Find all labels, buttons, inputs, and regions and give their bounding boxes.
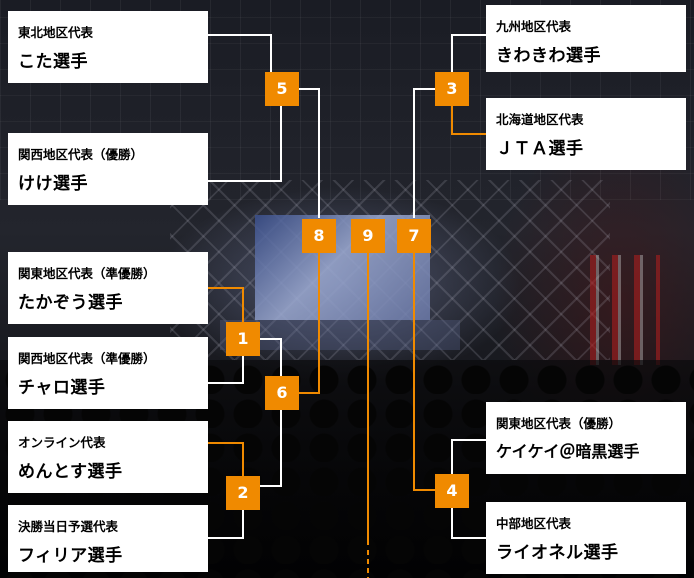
player-card-p1: 東北地区代表 こた選手 (8, 11, 208, 83)
player-name: チャロ選手 (18, 378, 106, 398)
player-region: 北海道地区代表 (496, 112, 584, 127)
player-region: 東北地区代表 (18, 25, 94, 40)
player-region: 関東地区代表（優勝） (496, 416, 622, 431)
player-name: けけ選手 (18, 174, 88, 194)
line-m6-to-m8 (298, 253, 320, 394)
line-p8-to-m3 (451, 106, 486, 135)
player-region: 決勝当日予選代表 (18, 519, 119, 534)
line-m2-to-m6 (260, 410, 282, 487)
line-m3-to-m7 (413, 88, 435, 218)
line-p4-to-m1 (208, 356, 244, 384)
player-name: フィリア選手 (18, 546, 123, 566)
player-card-p2: 関西地区代表（優勝） けけ選手 (8, 133, 208, 205)
player-name: ケイケイ＠暗黒選手 (496, 442, 640, 461)
player-region: 関東地区代表（準優勝） (18, 266, 156, 281)
player-name: ライオネル選手 (496, 543, 619, 563)
line-p10-to-m4 (451, 508, 486, 539)
match-badge-2: 2 (226, 476, 260, 510)
line-p9-to-m4 (451, 439, 486, 474)
match-badge-1: 1 (226, 322, 260, 356)
player-region: 九州地区代表 (496, 19, 572, 34)
player-name: たかぞう選手 (18, 293, 123, 313)
player-card-p3: 関東地区代表（準優勝） たかぞう選手 (8, 252, 208, 324)
line-p7-to-m3 (451, 34, 486, 72)
player-card-p8: 北海道地区代表 ＪＴＡ選手 (486, 98, 686, 170)
line-p3-to-m1 (208, 287, 244, 322)
player-card-p4: 関西地区代表（準優勝） チャロ選手 (8, 337, 208, 409)
venue-red-panel (590, 255, 660, 365)
player-card-p10: 中部地区代表 ライオネル選手 (486, 502, 686, 574)
match-badge-9: 9 (351, 219, 385, 253)
player-name: きわきわ選手 (496, 46, 601, 66)
line-m4-to-m7 (413, 253, 435, 491)
player-region: 関西地区代表（準優勝） (18, 351, 156, 366)
line-m1-to-m6 (260, 338, 282, 376)
player-name: めんとす選手 (18, 462, 123, 482)
line-p2-to-m5 (208, 106, 282, 182)
line-p5-to-m2 (208, 442, 244, 476)
player-name: こた選手 (18, 52, 88, 72)
line-m5-to-m8 (299, 88, 320, 218)
player-region: 関西地区代表（優勝） (18, 147, 144, 162)
player-name: ＪＴＡ選手 (496, 139, 584, 159)
player-card-p7: 九州地区代表 きわきわ選手 (486, 5, 686, 72)
match-badge-4: 4 (435, 474, 469, 508)
match-badge-8: 8 (302, 219, 336, 253)
line-p6-to-m2 (208, 510, 244, 539)
player-region: 中部地区代表 (496, 516, 572, 531)
venue-stage (220, 320, 460, 350)
match-badge-7: 7 (397, 219, 431, 253)
player-card-p9: 関東地区代表（優勝） ケイケイ＠暗黒選手 (486, 402, 686, 474)
player-card-p5: オンライン代表 めんとす選手 (8, 421, 208, 493)
match-badge-5: 5 (265, 72, 299, 106)
player-card-p6: 決勝当日予選代表 フィリア選手 (8, 505, 208, 572)
line-p1-to-m5 (208, 34, 272, 72)
player-region: オンライン代表 (18, 435, 106, 450)
match-badge-6: 6 (265, 376, 299, 410)
match-badge-3: 3 (435, 72, 469, 106)
